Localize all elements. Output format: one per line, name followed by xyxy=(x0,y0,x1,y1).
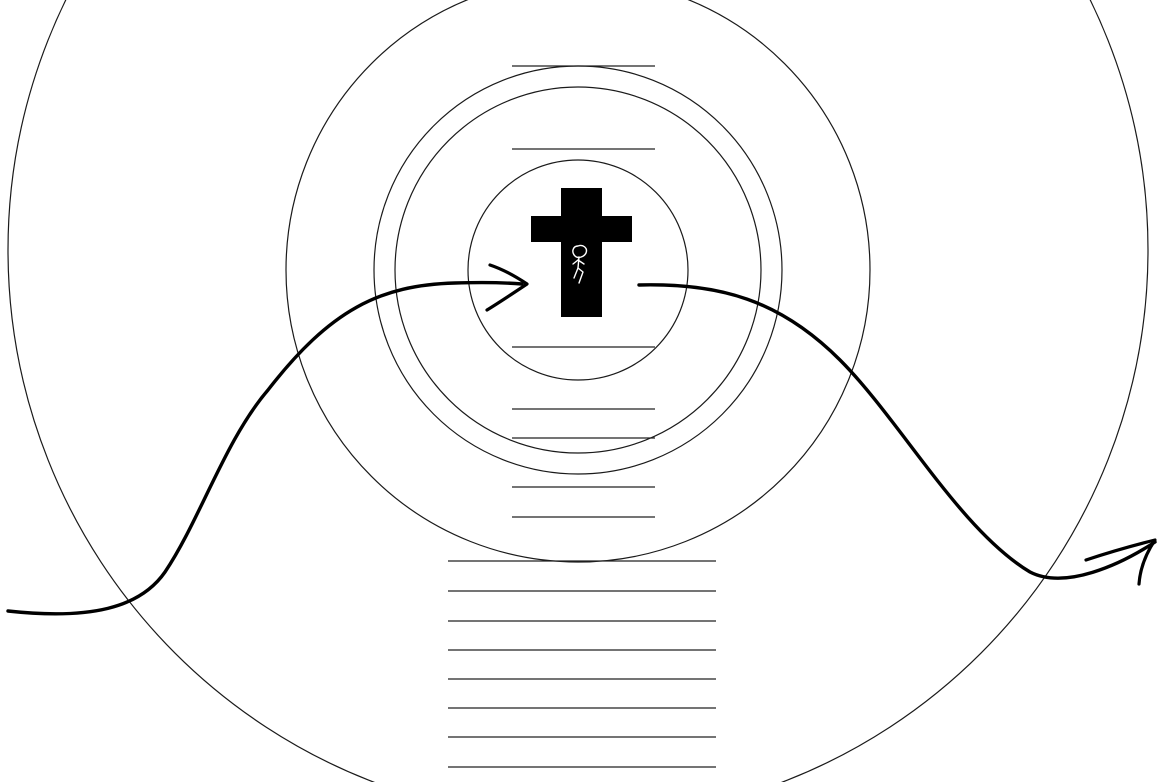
journey-path-out xyxy=(639,285,1155,578)
blank-lines-lower xyxy=(448,561,716,767)
cross-horizontal-beam xyxy=(531,216,632,242)
journey-path-in xyxy=(8,283,522,614)
ring-outer xyxy=(8,0,1148,782)
cross-icon xyxy=(531,188,632,317)
cross-vertical-beam xyxy=(561,188,602,317)
blank-lines-middle xyxy=(512,347,655,517)
blank-lines-upper xyxy=(512,66,655,149)
arrowhead-in xyxy=(487,265,527,310)
rings-group xyxy=(8,0,1148,782)
journey-arrow-out xyxy=(639,285,1155,584)
